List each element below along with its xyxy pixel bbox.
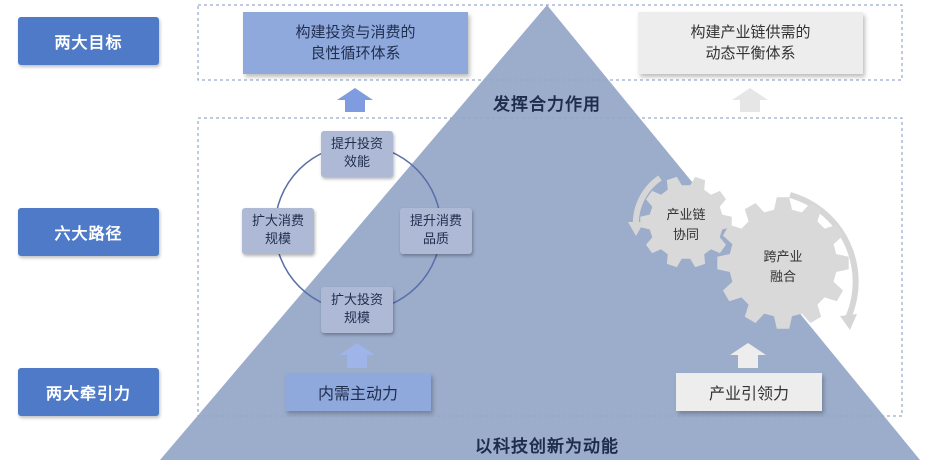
goal-investment-consumption: 构建投资与消费的 良性循环体系: [243, 12, 468, 74]
base-tech-innovation: 以科技创新为动能: [475, 437, 619, 457]
small-gear-icon: [640, 176, 732, 268]
node-consumption-scale: 扩大消费 规模: [242, 208, 314, 254]
node-investment-efficiency: 提升投资 效能: [321, 131, 393, 177]
node-investment-scale: 扩大投资 规模: [321, 287, 393, 333]
rotation-arrowhead-large: [840, 314, 857, 330]
label-two-drivers: 两大牵引力: [18, 368, 159, 416]
arrow-up-industry: [730, 343, 766, 368]
node-consumption-quality: 提升消费 品质: [400, 208, 472, 254]
synergy-text: 发挥合力作用: [493, 95, 601, 115]
driver-industry-leading: 产业引领力: [676, 373, 822, 411]
rotation-arrowhead-small: [628, 222, 644, 236]
rotation-arc-large: [789, 192, 859, 320]
label-two-goals: 两大目标: [18, 17, 159, 65]
goal-left-text: 构建投资与消费的 良性循环体系: [295, 23, 416, 62]
arrow-up-internal-demand: [339, 343, 375, 368]
gear-large-label: 跨产业 融合: [763, 250, 803, 285]
label-six-paths: 六大路径: [18, 208, 159, 256]
arrow-up-right-goal: [732, 88, 768, 112]
large-gear-icon: [717, 197, 849, 329]
goal-industry-chain: 构建产业链供需的 动态平衡体系: [638, 12, 863, 74]
driver-internal-demand: 内需主动力: [285, 373, 431, 411]
arrow-up-left-goal: [337, 88, 373, 112]
pyramid-triangle: [160, 5, 920, 460]
gear-small-label: 产业链 协同: [666, 208, 706, 243]
gear-small-shape: [640, 176, 732, 268]
gear-large-shape: [717, 197, 849, 329]
paths-dashed-frame: [197, 117, 903, 417]
goal-right-text: 构建产业链供需的 动态平衡体系: [690, 23, 811, 62]
